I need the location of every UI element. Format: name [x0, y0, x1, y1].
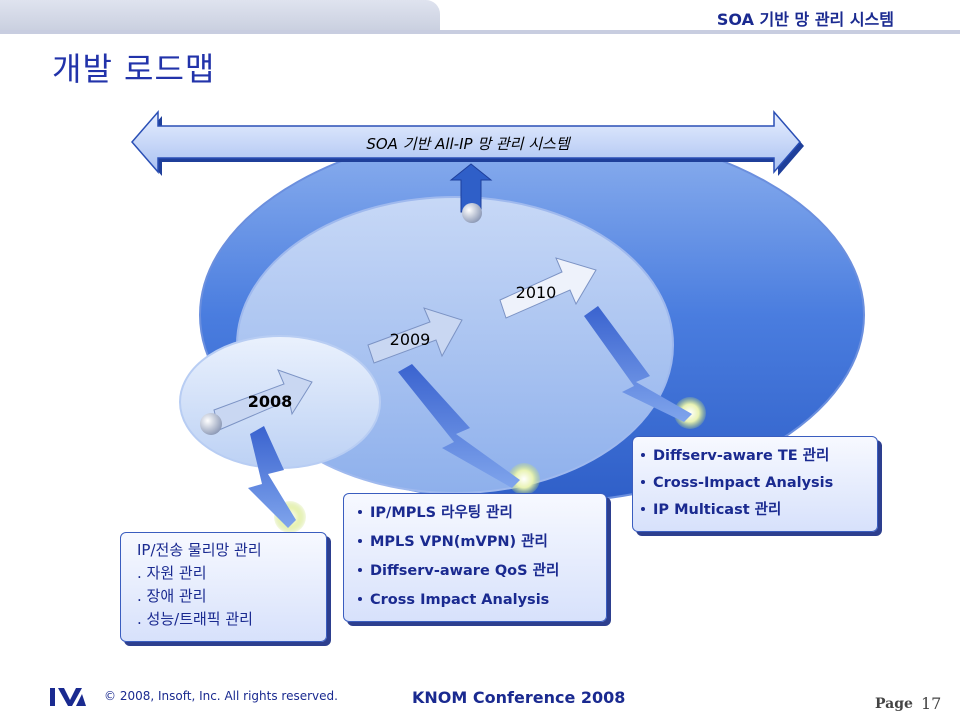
bullet-icon — [358, 596, 362, 601]
step-arrow-2008 — [213, 369, 313, 431]
box-mid-item: MPLS VPN(mVPN) 관리 — [358, 528, 606, 557]
ball-2008 — [200, 413, 222, 435]
step-arrow-2010 — [499, 257, 597, 319]
box-right-item-text: IP Multicast 관리 — [653, 502, 782, 518]
box-mid-item: IP/MPLS 라우팅 관리 — [358, 499, 606, 528]
box-right-item-text: Diffserv-aware TE 관리 — [653, 448, 830, 464]
box-2009-routing: IP/MPLS 라우팅 관리 MPLS VPN(mVPN) 관리 Diffser… — [343, 493, 607, 622]
bullet-icon — [641, 452, 645, 457]
year-2010: 2010 — [516, 283, 557, 302]
box-left-item: . 장애 관리 — [137, 587, 207, 605]
bullet-icon — [641, 506, 645, 511]
insoft-logo-icon — [50, 688, 86, 706]
system-title: SOA 기반 망 관리 시스템 — [716, 10, 894, 29]
step-arrow-2009 — [367, 307, 463, 364]
header-tab — [0, 0, 440, 32]
box-left-item: . 자원 관리 — [137, 564, 207, 582]
box-right-item: Cross-Impact Analysis — [641, 470, 877, 497]
bullet-icon — [358, 567, 362, 572]
bullet-icon — [358, 509, 362, 514]
banner-label: SOA 기반 All-IP 망 관리 시스템 — [366, 135, 572, 153]
year-2009: 2009 — [390, 330, 431, 349]
up-arrow-icon — [449, 163, 493, 213]
box-left-title: IP/전송 물리망 관리 — [137, 541, 262, 559]
box-mid-item-text: MPLS VPN(mVPN) 관리 — [370, 534, 548, 550]
lightning-2008 — [248, 426, 296, 528]
box-right-item: IP Multicast 관리 — [641, 497, 877, 524]
ball-2010 — [462, 203, 482, 223]
header-bar — [0, 30, 960, 34]
year-2008: 2008 — [248, 392, 293, 411]
conference-name: KNOM Conference 2008 — [412, 688, 626, 707]
bullet-icon — [358, 538, 362, 543]
box-2010-te: Diffserv-aware TE 관리 Cross-Impact Analys… — [632, 436, 878, 532]
box-left-item: . 성능/트래픽 관리 — [137, 610, 253, 628]
box-mid-item-text: Diffserv-aware QoS 관리 — [370, 563, 560, 579]
bullet-icon — [641, 479, 645, 484]
box-mid-item: Cross Impact Analysis — [358, 586, 606, 615]
box-2008-physical: IP/전송 물리망 관리 . 자원 관리 . 장애 관리 . 성능/트래픽 관리 — [120, 532, 327, 642]
box-mid-item-text: IP/MPLS 라우팅 관리 — [370, 505, 513, 521]
glow-2009 — [508, 463, 540, 495]
box-right-item: Diffserv-aware TE 관리 — [641, 443, 877, 470]
page-number: 17 — [921, 694, 942, 713]
page-label: Page — [875, 696, 913, 712]
box-mid-item: Diffserv-aware QoS 관리 — [358, 557, 606, 586]
slide-title: 개발 로드맵 — [52, 50, 216, 88]
box-right-item-text: Cross-Impact Analysis — [653, 475, 834, 491]
lightning-2010 — [584, 306, 692, 422]
box-mid-item-text: Cross Impact Analysis — [370, 592, 550, 608]
banner-arrow — [131, 109, 804, 176]
copyright-text: © 2008, Insoft, Inc. All rights reserved… — [104, 689, 338, 703]
lightning-2009 — [398, 364, 520, 488]
